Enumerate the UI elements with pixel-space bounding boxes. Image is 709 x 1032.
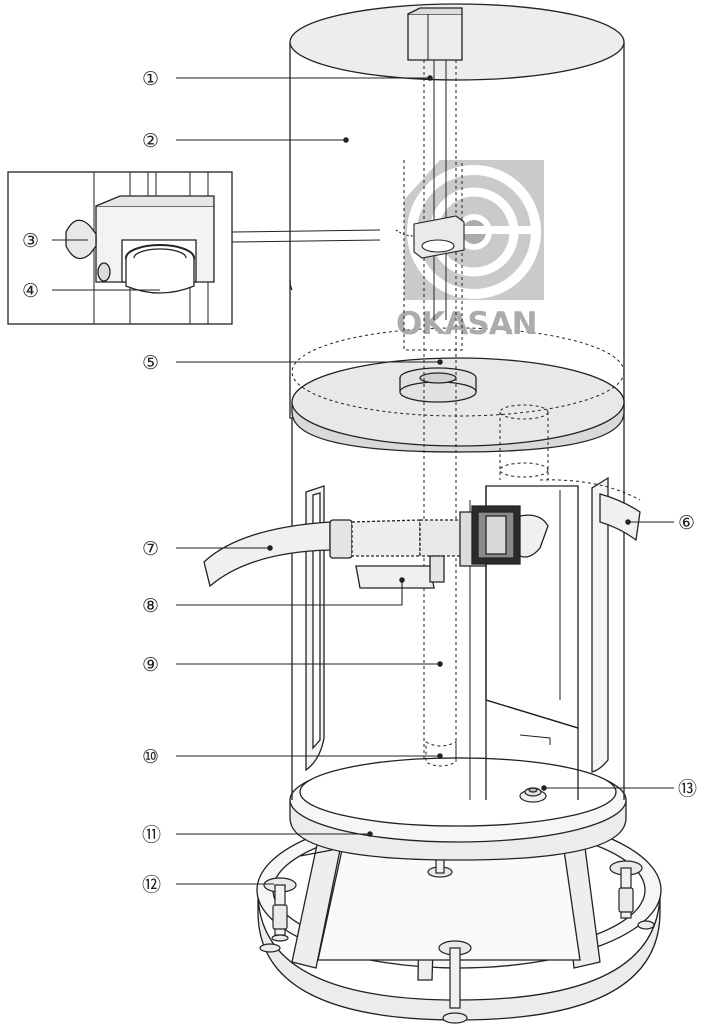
callout-6: ⑥ <box>678 512 695 534</box>
left-hose <box>203 511 487 588</box>
callout-3: ③ <box>22 230 39 252</box>
callout-11: ⑪ <box>142 824 161 846</box>
callout-13: ⑬ <box>678 778 697 800</box>
overflow-tube <box>499 404 641 501</box>
callout-10: ⑩ <box>142 746 159 768</box>
collector-plate <box>291 327 625 453</box>
watermark-text: OKASAN <box>396 306 537 342</box>
sensor-holder <box>355 555 445 589</box>
drain-nozzle <box>519 787 547 803</box>
valve-fitting <box>471 505 549 565</box>
leader-lines <box>52 75 674 885</box>
callout-2: ② <box>142 130 159 152</box>
rod-clamp <box>395 215 465 259</box>
detail-inset <box>7 171 381 325</box>
callout-4: ④ <box>22 280 39 302</box>
right-hose <box>599 493 641 542</box>
central-rod <box>403 7 463 767</box>
callout-labels: ① ② ③ ④ ⑤ ⑥ ⑦ ⑧ ⑨ ⑩ ⑪ ⑫ ⑬ <box>22 68 697 896</box>
callout-1: ① <box>142 68 159 90</box>
watermark-logo: OKASAN <box>396 160 544 342</box>
base-stand <box>256 811 662 1021</box>
callout-7: ⑦ <box>142 538 159 560</box>
callout-12: ⑫ <box>142 874 161 896</box>
leveling-feet <box>259 854 655 1024</box>
callout-5: ⑤ <box>142 352 159 374</box>
callout-8: ⑧ <box>142 595 159 617</box>
callout-9: ⑨ <box>142 654 159 676</box>
lower-housing <box>289 418 627 861</box>
